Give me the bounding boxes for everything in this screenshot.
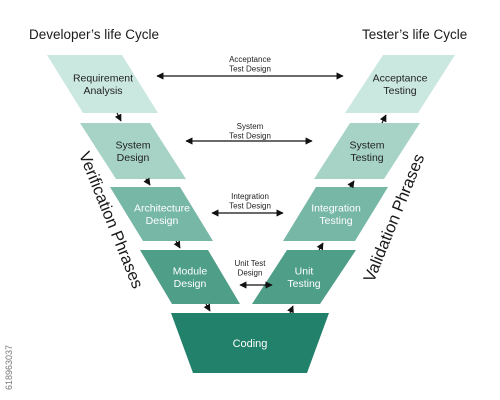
- coding-stage: [171, 313, 329, 373]
- right-stage-3-label-line: Testing: [319, 215, 352, 227]
- left-stage-1: [47, 55, 158, 113]
- right-stage-3: [283, 187, 388, 241]
- test-design-label-4-line: Design: [238, 269, 263, 278]
- tester-cycle-header: Tester’s life Cycle: [362, 27, 468, 42]
- test-design-label-2-line: Test Design: [229, 132, 271, 141]
- flow-arrow-left-1: [114, 112, 122, 122]
- left-stage-2-label-line: System: [115, 139, 150, 151]
- test-design-label-3-line: Integration: [231, 192, 269, 201]
- left-stage-1-label-line: Analysis: [83, 85, 122, 97]
- flow-arrow-right-2: [316, 242, 324, 251]
- flow-arrow-right-1: [287, 305, 294, 314]
- left-stage-4-label-line: Module: [173, 265, 208, 277]
- right-stage-1-label-line: Acceptance: [373, 72, 428, 84]
- right-stage-4-label-line: Unit: [295, 265, 314, 277]
- test-design-label-3-line: Test Design: [229, 202, 271, 211]
- right-stage-2-label-line: System: [349, 139, 384, 151]
- test-design-label-1-line: Test Design: [229, 65, 271, 74]
- right-stage-4-label-line: Testing: [287, 278, 320, 290]
- left-stage-3-label-line: Architecture: [134, 202, 190, 214]
- right-stage-3-label-line: Integration: [311, 202, 361, 214]
- right-stage-1: [345, 55, 455, 113]
- stock-id-watermark: 618963037: [4, 344, 14, 390]
- left-stage-4: [140, 250, 240, 304]
- left-stage-3-label-line: Design: [146, 215, 179, 227]
- left-stage-3: [110, 187, 213, 241]
- right-stage-4: [252, 250, 356, 304]
- coding-stage-label: Coding: [233, 338, 268, 350]
- developer-cycle-header: Developer’s life Cycle: [29, 27, 160, 42]
- test-design-label-4-line: Unit Test: [235, 259, 267, 268]
- left-stage-1-label-line: Requirement: [73, 72, 133, 84]
- left-stage-2-label-line: Design: [117, 152, 150, 164]
- test-design-label-2-line: System: [237, 122, 264, 131]
- flow-arrow-left-4: [203, 303, 211, 312]
- flow-arrow-left-3: [173, 240, 181, 249]
- flow-arrow-right-4: [379, 114, 387, 124]
- left-stage-2: [80, 123, 186, 179]
- test-design-label-1-line: Acceptance: [229, 55, 271, 64]
- flow-arrow-left-2: [143, 177, 151, 186]
- right-stage-2: [314, 123, 420, 179]
- right-stage-2-label-line: Testing: [350, 152, 383, 164]
- right-stage-1-label-line: Testing: [383, 85, 416, 97]
- left-stage-4-label-line: Design: [174, 278, 207, 290]
- coding-stage-label-line: Coding: [233, 338, 268, 350]
- flow-arrow-right-3: [347, 180, 355, 189]
